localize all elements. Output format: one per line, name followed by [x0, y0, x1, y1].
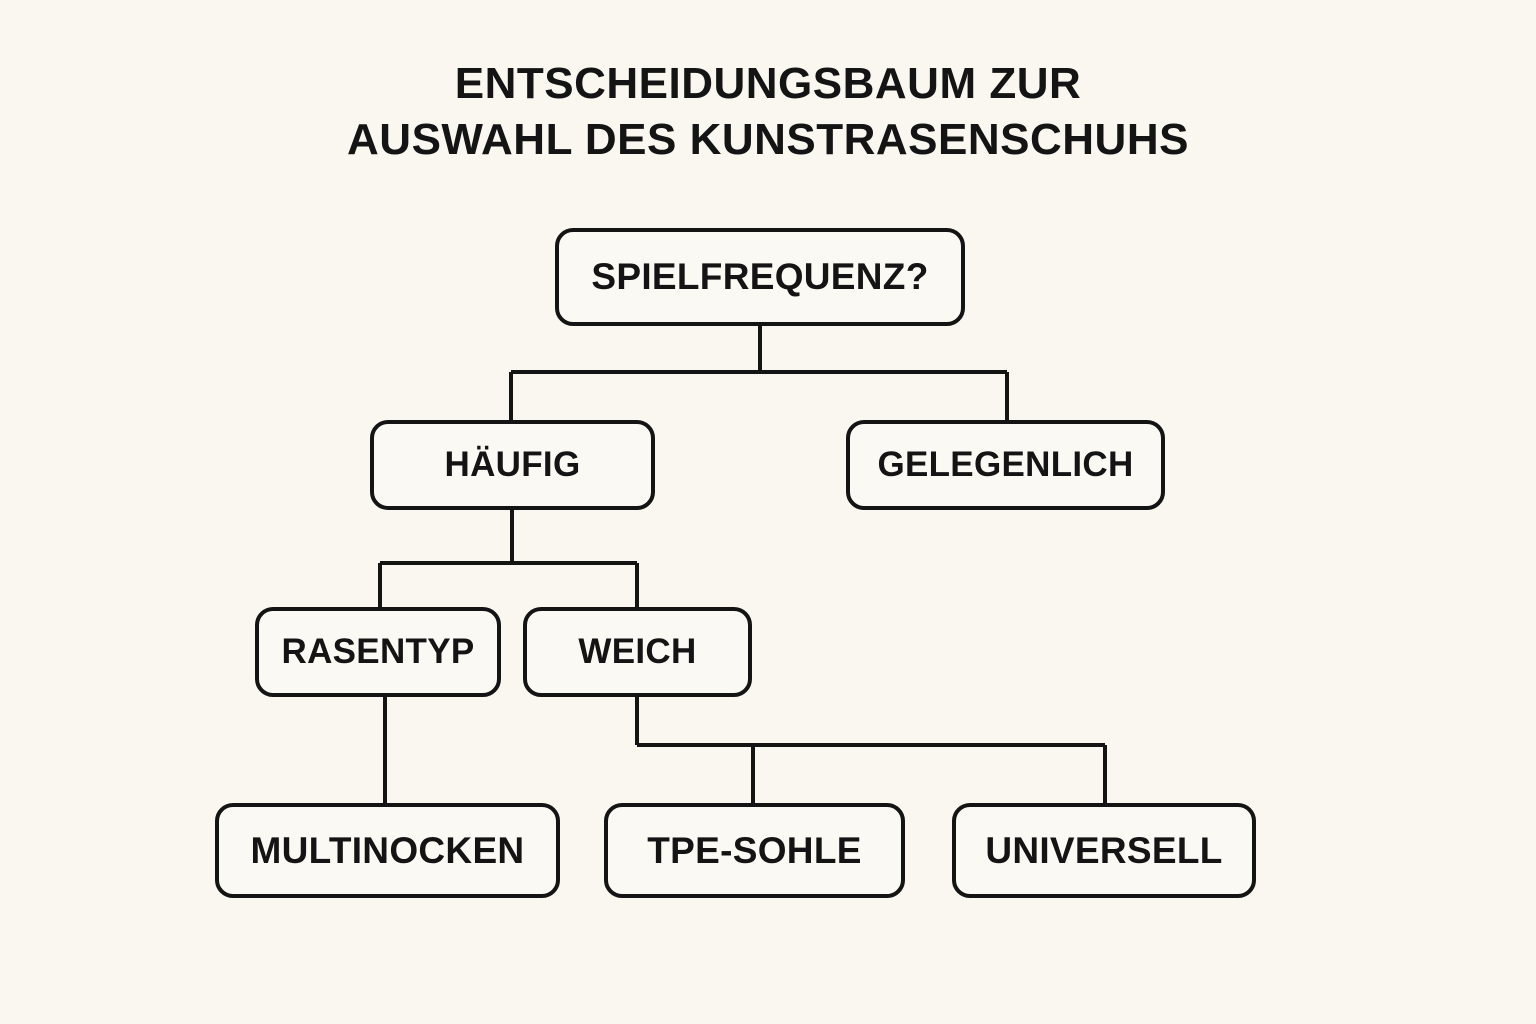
node-spielfrequenz[interactable]: Spielfrequenz? [555, 228, 965, 326]
node-label: Häufig [444, 445, 581, 484]
node-label: Multinocken [250, 829, 525, 871]
node-label: Weich [578, 632, 697, 671]
node-weich[interactable]: Weich [523, 607, 752, 697]
node-label: Universell [985, 829, 1223, 871]
node-label: Gelegenlich [877, 445, 1134, 484]
node-label: Spielfrequenz? [591, 256, 929, 297]
node-universell[interactable]: Universell [952, 803, 1256, 898]
node-multinocken[interactable]: Multinocken [215, 803, 560, 898]
node-rasentyp[interactable]: Rasentyp [255, 607, 501, 697]
node-gelegenlich[interactable]: Gelegenlich [846, 420, 1165, 510]
page-title: Entscheidungsbaum zur Auswahl des Kunstr… [347, 59, 1189, 165]
node-label: TPE-Sohle [647, 829, 862, 871]
node-label: Rasentyp [281, 632, 475, 671]
node-tpe-sohle[interactable]: TPE-Sohle [604, 803, 905, 898]
node-haeufig[interactable]: Häufig [370, 420, 655, 510]
